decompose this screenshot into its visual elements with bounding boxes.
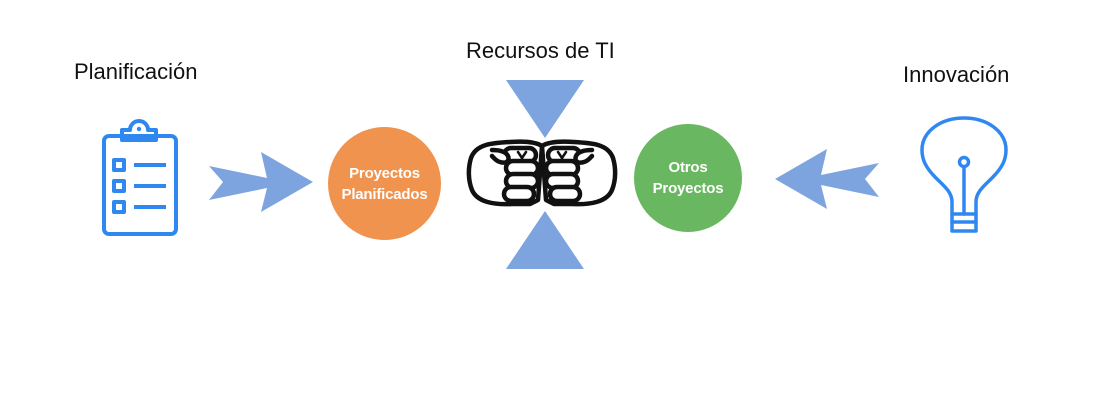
clipboard-checklist-icon [102, 119, 178, 236]
triangle-down-shape [506, 80, 584, 138]
arrow-right-shape [209, 152, 313, 212]
planning-label: Planificación [74, 59, 198, 84]
light-bulb-icon [920, 116, 1008, 233]
it-resources-label: Recursos de TI [466, 38, 615, 63]
innovation-label: Innovación [903, 62, 1010, 87]
fist-bump-icon [466, 139, 618, 207]
triangle-up-shape [506, 211, 584, 269]
planned-projects-node: Proyectos Planificados [328, 127, 441, 240]
other-projects-node: Otros Proyectos [634, 124, 742, 232]
other-projects-line2: Proyectos [652, 180, 724, 197]
planned-projects-line1: Proyectos [349, 164, 420, 182]
planned-projects-line2: Planificados [341, 185, 428, 203]
other-projects-line1: Otros [668, 159, 708, 176]
arrow-left-shape [775, 149, 879, 209]
